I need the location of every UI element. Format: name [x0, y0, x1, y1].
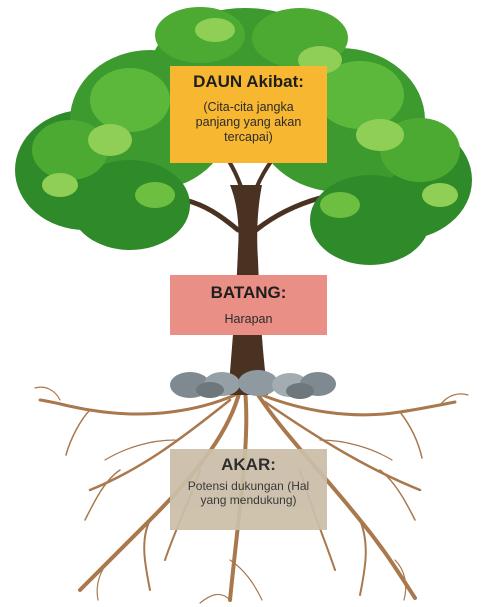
roots-label-box: AKAR: Potensi dukungan (Hal yang menduku…: [170, 449, 327, 530]
roots-title: AKAR:: [170, 455, 327, 475]
leaves-title: DAUN Akibat:: [170, 72, 327, 92]
base-rocks: [170, 370, 336, 399]
trunk-label-box: BATANG: Harapan: [170, 275, 327, 335]
tree-trunk: [185, 150, 320, 395]
leaves-description: (Cita-cita jangka panjang yang akan terc…: [170, 100, 327, 145]
trunk-description: Harapan: [170, 312, 327, 327]
roots-description: Potensi dukungan (Hal yang mendukung): [170, 479, 327, 508]
leaves-label-box: DAUN Akibat: (Cita-cita jangka panjang y…: [170, 66, 327, 163]
trunk-title: BATANG:: [170, 283, 327, 303]
